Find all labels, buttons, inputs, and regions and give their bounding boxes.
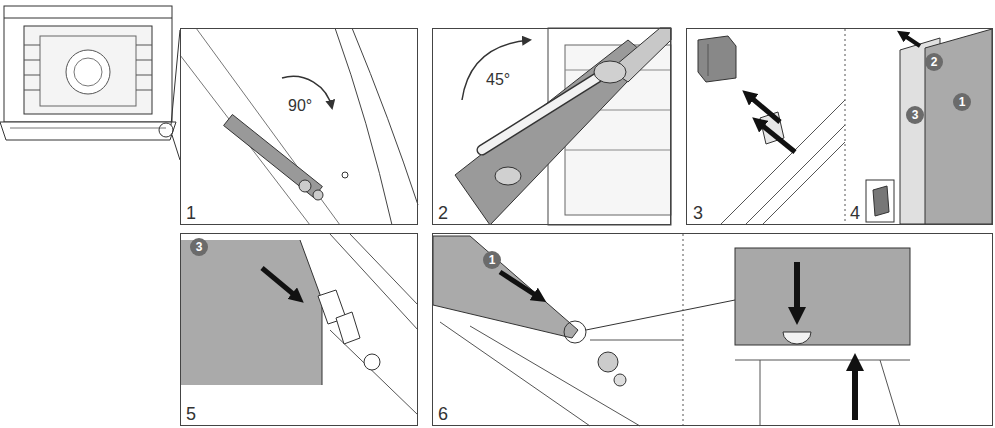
angle-label: 90° [288,98,312,114]
oven-thumbnail-part [74,58,102,86]
inner-glass-insert-drawing-part [181,240,322,385]
outer-glass-insert-drawing-part [598,352,618,372]
callout-number: 3 [912,109,919,121]
inner-glass-insert-drawing-part [262,268,298,298]
step-number: 2 [438,204,448,222]
door-tilt-drawing-part [594,61,626,83]
inner-glass-insert-drawing-part [300,240,322,385]
oven-thumbnail-part [172,135,180,160]
panel-separator [845,29,846,224]
hinge-lever-drawing-part [299,180,311,192]
clip-removal-drawing [698,36,845,225]
clip-removal-drawing-part [748,95,780,122]
oven-thumbnail [0,6,180,160]
glass-panes-drawing-part [902,34,920,46]
clip-removal-drawing-part [708,44,709,76]
callout-number: 1 [489,254,496,266]
outer-glass-insert-drawing-part [614,374,626,386]
inner-glass-insert-drawing [181,234,418,415]
oven-thumbnail-part [66,50,110,94]
step-number: 6 [438,405,448,423]
door-tilt-drawing-part [455,40,650,225]
oven-thumbnail-part [0,122,176,140]
outer-glass-insert-drawing-part [586,300,735,330]
hinge-lever-drawing-part [196,28,340,225]
outer-glass-insert-drawing-part [794,262,800,316]
step-panel: 3 4 2 1 3 [686,28,993,225]
oven-thumbnail-part [40,36,136,106]
panel-separator [683,234,684,425]
callout-circle: 3 [190,238,208,256]
clip-removal-drawing-part [720,100,845,225]
oven-thumbnail-part [10,128,166,129]
inner-glass-insert-drawing-part [330,234,418,415]
step-number: 5 [186,405,196,423]
outer-glass-insert-drawing-part [440,322,683,426]
step-panel: 1 [180,28,418,225]
door-tilt-drawing-part [495,167,521,185]
callout-circle: 1 [953,93,971,111]
step-number: 4 [850,204,860,222]
door-tilt-drawing [455,28,671,225]
callout-circle: 3 [906,106,924,124]
step-panel: 61 [432,233,993,426]
angle-label: 45° [486,72,510,88]
callout-circle: 2 [925,53,943,71]
glass-panes-drawing-part [873,186,889,216]
callout-number: 1 [959,96,966,108]
clip-removal-drawing-part [758,122,795,152]
oven-thumbnail-part [171,30,180,125]
outer-glass-insert-drawing [433,236,910,426]
step-number: 1 [186,204,196,222]
oven-thumbnail-part [4,6,172,122]
door-tilt-drawing-part [462,40,530,100]
hinge-lever-drawing-part [342,172,348,178]
callout-number: 2 [931,56,938,68]
inner-glass-insert-drawing-part [364,354,380,370]
outer-glass-insert-drawing-part [564,321,586,343]
oven-thumbnail-part [159,123,173,137]
hinge-lever-drawing-part [224,115,323,198]
oven-thumbnail-part [4,18,172,19]
step-panel: 53 [180,233,418,426]
hinge-lever-drawing-part [313,190,323,200]
oven-thumbnail-part [24,26,152,114]
glass-panes-drawing-part [866,180,894,222]
step-panel: 2 [432,28,671,225]
hinge-lever-drawing-part [352,28,418,205]
oven-thumbnail-part [24,45,152,90]
outer-glass-insert-drawing-part [735,360,910,426]
outer-glass-insert-drawing-part [852,362,858,420]
step-number: 3 [693,204,703,222]
clip-removal-drawing-part [698,36,736,82]
glass-panes-drawing [866,29,992,224]
outer-glass-insert-drawing-part [500,272,540,298]
inner-glass-insert-drawing-part [336,312,360,344]
callout-circle: 1 [483,251,501,269]
callout-number: 3 [196,241,203,253]
hinge-lever-drawing [180,28,418,225]
outer-glass-insert-drawing-part [433,236,578,338]
glass-panes-drawing-part [925,29,992,224]
outer-glass-insert-drawing-part [783,332,811,344]
outer-glass-insert-drawing-part [735,248,910,345]
